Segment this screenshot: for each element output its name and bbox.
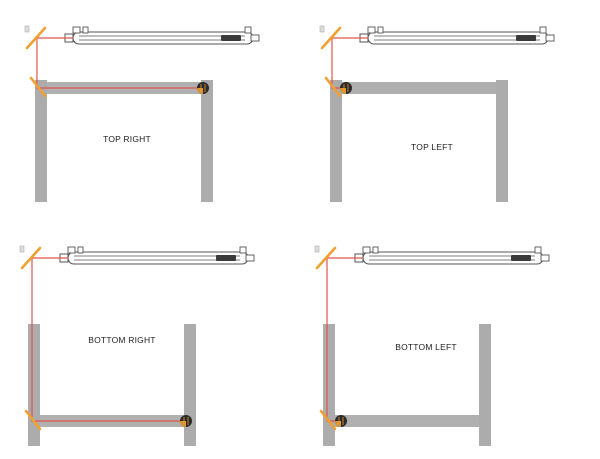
mirror-1-icon [20, 246, 42, 270]
diagram-top-left [319, 25, 555, 202]
laser-tube-nozzle [77, 246, 84, 254]
mirror-mount [319, 25, 325, 33]
right-rail [184, 324, 196, 446]
laser-tube-nozzle [372, 246, 379, 254]
mirror-mount [24, 25, 30, 33]
laser-tube-nozzle [244, 26, 252, 34]
gantry-rail [330, 82, 506, 94]
mirror-mount [314, 245, 320, 253]
label-top-right: TOP RIGHT [103, 134, 151, 144]
label-top-left: TOP LEFT [411, 142, 453, 152]
mirror-mount [19, 245, 25, 253]
laser-beam-path [331, 37, 368, 89]
mirror-1-icon [25, 26, 47, 50]
laser-tube-nozzle [239, 246, 247, 254]
label-bottom-left: BOTTOM LEFT [395, 342, 457, 352]
laser-tube-end-cap [250, 34, 260, 42]
mirror-2-icon [29, 76, 47, 98]
diagram-bottom-left [314, 245, 550, 446]
laser-tube-nozzle [72, 26, 81, 34]
laser-tube-end-cap [540, 254, 550, 262]
laser-head-accent [335, 421, 341, 427]
left-rail [35, 80, 47, 202]
laser-head-accent [340, 88, 346, 94]
left-rail [330, 80, 342, 202]
laser-tube-nozzle [367, 26, 376, 34]
laser-head-accent [197, 88, 203, 94]
laser-tube-electrode [516, 35, 536, 41]
laser-tube-electrode [221, 35, 241, 41]
laser-beam-path [31, 257, 186, 422]
diagram-bottom-right [19, 245, 255, 446]
laser-tube-nozzle [539, 26, 547, 34]
laser-tube-nozzle [534, 246, 542, 254]
right-rail [201, 80, 213, 202]
mirror-2-icon [24, 409, 42, 431]
mirror-1-icon [320, 26, 342, 50]
laser-tube-end-cap [245, 254, 255, 262]
laser-tube-end-cap [545, 34, 555, 42]
label-bottom-right: BOTTOM RIGHT [88, 335, 155, 345]
diagram-top-right [24, 25, 260, 202]
laser-tube-nozzle [377, 26, 384, 34]
laser-tube-nozzle [362, 246, 371, 254]
laser-tube-nozzle [82, 26, 89, 34]
laser-beam-path [326, 257, 363, 422]
laser-head-accent [180, 421, 186, 427]
right-rail [479, 324, 491, 446]
laser-tube-electrode [216, 255, 236, 261]
gantry-rail [323, 415, 489, 427]
mirror-1-icon [315, 246, 337, 270]
laser-tube-electrode [511, 255, 531, 261]
right-rail [496, 80, 508, 202]
mirror-2-icon [324, 76, 342, 98]
laser-beam-path [36, 37, 203, 89]
laser-tube-nozzle [67, 246, 76, 254]
mirror-2-icon [319, 409, 337, 431]
